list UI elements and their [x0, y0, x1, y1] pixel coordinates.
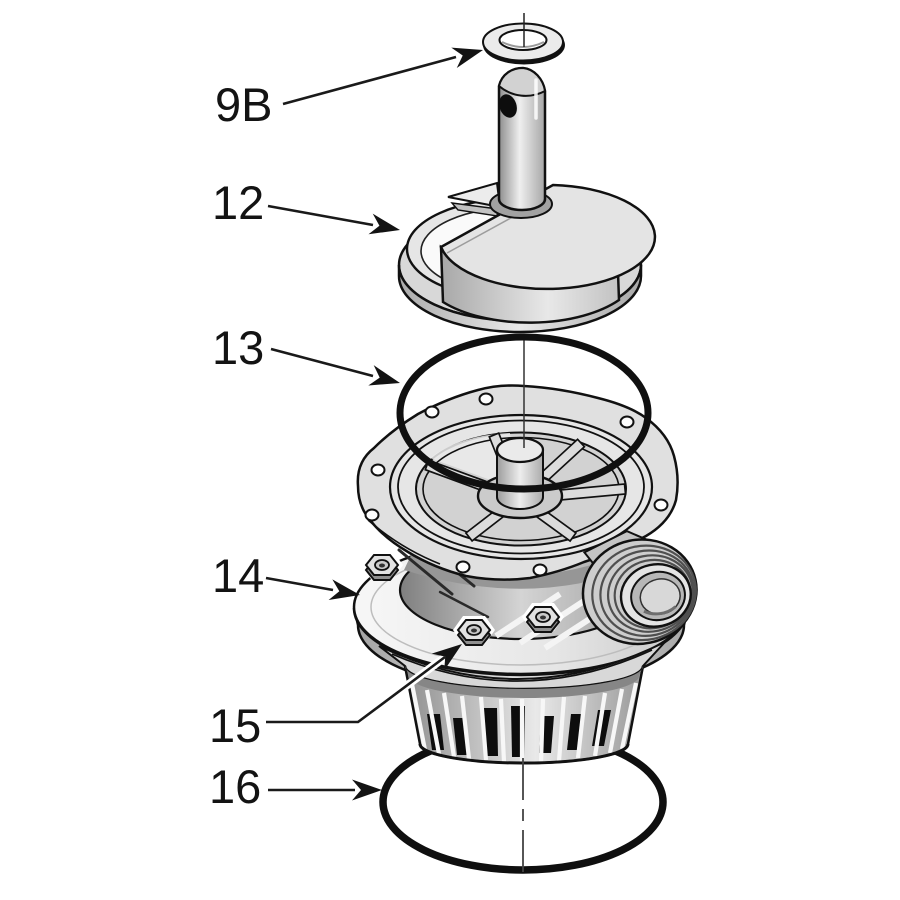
nut-hole-center	[471, 628, 477, 633]
leader-line-12	[267, 204, 374, 227]
hex-nut	[522, 603, 564, 633]
part-label-16: 16	[209, 760, 261, 813]
cap-block-step	[446, 212, 521, 254]
arrowhead-16	[352, 779, 382, 801]
arrowhead-15	[431, 644, 462, 671]
strainer-slot	[498, 698, 507, 763]
bolt-hole	[478, 392, 494, 406]
plate-edge-thickness	[367, 519, 441, 565]
nut-hole-center	[540, 615, 546, 620]
bolt-hole	[532, 563, 548, 577]
part-label-12: 12	[212, 176, 264, 229]
strainer-slot	[424, 689, 442, 755]
washer-hole-shade	[501, 41, 545, 48]
callout-13: 13	[212, 321, 400, 386]
strainer-bottom-edge	[418, 743, 630, 765]
arrowhead-12	[368, 213, 400, 235]
strainer-skirt	[403, 665, 645, 765]
bolt-hole	[424, 405, 440, 419]
strainer-top-band	[405, 666, 643, 698]
strainer-slot	[607, 688, 625, 754]
o-ring-13	[396, 333, 652, 493]
callout-16: 16	[209, 760, 382, 813]
body-slot-line	[438, 590, 490, 619]
part-label-15: 15	[209, 699, 261, 752]
bolt-hole	[455, 560, 471, 574]
callout-15: 15	[209, 644, 462, 752]
strainer-slot	[619, 682, 639, 750]
underside-arc	[391, 649, 653, 682]
hub-top	[495, 436, 545, 464]
callout-12: 12	[212, 176, 400, 235]
handle-cap-12	[397, 66, 657, 334]
part-label-13: 13	[212, 321, 264, 374]
port-thread	[606, 554, 694, 633]
leader-line-14	[265, 576, 334, 592]
bolt-hole	[370, 463, 386, 477]
strainer-slot	[459, 695, 472, 760]
arrowhead-13	[368, 365, 400, 386]
strainer-slot	[441, 692, 457, 758]
stem-hole	[499, 94, 517, 118]
valve-body-14	[352, 384, 698, 691]
washer-9b	[482, 13, 565, 65]
leader-line-13	[270, 347, 374, 378]
plate-ring-outer-inner-line	[397, 419, 645, 555]
cap-block-top	[439, 183, 657, 291]
strainer-slot	[556, 696, 567, 762]
hex-nut-15	[453, 616, 495, 646]
callout-9b: 9B	[215, 47, 483, 131]
arrowhead-14	[328, 579, 360, 601]
strainer-slot	[538, 698, 546, 763]
bolt-hole	[653, 498, 669, 512]
arrowhead-9b	[451, 47, 483, 68]
nut-hole-center	[379, 563, 385, 568]
leader-line-9b	[282, 55, 457, 106]
part-label-14: 14	[212, 549, 264, 602]
hub-cylinder	[496, 449, 544, 510]
port-thread	[599, 549, 696, 637]
part-label-9b: 9B	[215, 78, 273, 131]
port-bore-shadow	[643, 605, 677, 616]
body-slot-line	[397, 548, 454, 596]
strainer-slot	[409, 683, 428, 751]
plate-bolt-holes	[364, 392, 669, 577]
strainer-slot	[592, 692, 608, 757]
bolt-hole	[619, 415, 635, 429]
leader-line-15	[266, 655, 446, 724]
strainer-slot	[478, 696, 489, 761]
bolt-hole	[364, 508, 380, 522]
strainer-slot	[575, 695, 588, 759]
stem-chamfer	[497, 66, 547, 97]
strainer-slots	[409, 682, 639, 763]
threaded-port	[581, 529, 698, 646]
port-thread	[591, 544, 697, 642]
hex-nut	[361, 551, 403, 581]
callout-14: 14	[212, 549, 360, 602]
